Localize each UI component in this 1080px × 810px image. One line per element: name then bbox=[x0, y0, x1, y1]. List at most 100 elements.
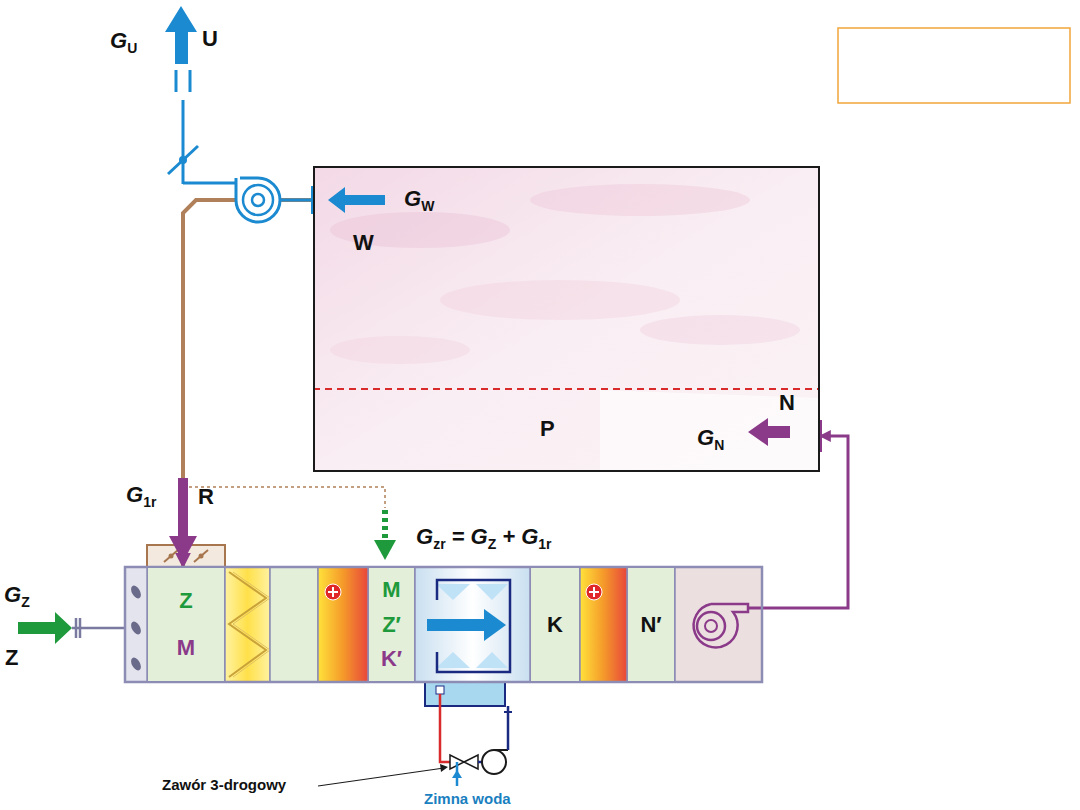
empty-note-box bbox=[838, 28, 1070, 103]
room-fill-part bbox=[600, 390, 820, 472]
label-group: GZ bbox=[4, 582, 31, 610]
exhaust-system-part bbox=[328, 187, 385, 213]
label-group: U bbox=[202, 26, 218, 52]
exhaust-system-part bbox=[252, 194, 264, 206]
cooler-section-part bbox=[476, 652, 508, 668]
outdoor-air-inlet bbox=[18, 612, 125, 644]
cooler-section-part bbox=[427, 609, 506, 641]
supply-fan-section bbox=[675, 567, 762, 682]
state-section: N′ bbox=[627, 567, 675, 682]
symbol-label: G bbox=[4, 582, 21, 607]
label-group: N bbox=[779, 390, 795, 416]
section-letter: N′ bbox=[640, 612, 661, 638]
subscript-label: U bbox=[127, 40, 137, 56]
supply-fan-section-part bbox=[675, 567, 762, 682]
preheater-section-part bbox=[325, 584, 341, 600]
label-group: W bbox=[353, 230, 374, 256]
label-group: GU bbox=[110, 28, 138, 56]
exhaust-system-part bbox=[189, 70, 192, 92]
exhaust-system-part bbox=[183, 182, 240, 185]
empty-section bbox=[270, 567, 318, 682]
label-group: R bbox=[198, 484, 214, 510]
symbol-label: G bbox=[110, 28, 127, 53]
reheater-section bbox=[580, 567, 627, 682]
section-letter: K′ bbox=[381, 646, 402, 672]
label-group: GN bbox=[697, 425, 725, 453]
symbol-label: W bbox=[353, 230, 374, 255]
subscript-label: W bbox=[421, 198, 434, 214]
room-fill-part bbox=[313, 166, 820, 472]
label-group: GW bbox=[404, 186, 435, 214]
exhaust-system-part bbox=[165, 6, 197, 64]
state-section: K bbox=[530, 567, 580, 682]
state-section: MZ′K′ bbox=[368, 567, 415, 682]
louver-section-part bbox=[129, 656, 143, 672]
room-fill-part bbox=[440, 280, 680, 320]
subscript-label: 1r bbox=[538, 536, 551, 552]
symbol-label: = G bbox=[452, 524, 488, 549]
chilled-water-circuit-part bbox=[452, 770, 462, 778]
label-group: Z bbox=[5, 645, 18, 671]
subscript-label: Z bbox=[488, 536, 497, 552]
symbol-label: N bbox=[779, 390, 795, 415]
section-letter: M bbox=[177, 635, 195, 661]
room-fill-part bbox=[330, 336, 470, 364]
supply-fan-section-part bbox=[697, 612, 725, 640]
label-group: Zawór 3-drogowy bbox=[162, 776, 286, 794]
bypass-arrow-part bbox=[374, 540, 396, 560]
supply-fan-section-part bbox=[694, 604, 748, 648]
symbol-label: Z bbox=[5, 645, 18, 670]
symbol-label: G bbox=[697, 425, 714, 450]
exhaust-system-part bbox=[175, 70, 178, 92]
subscript-label: 1r bbox=[143, 494, 156, 510]
exhaust-system bbox=[165, 6, 385, 222]
damper-box-part bbox=[169, 554, 174, 559]
room-fill-part bbox=[530, 184, 750, 216]
damper-box-part bbox=[164, 550, 178, 562]
exhaust-system-part bbox=[179, 156, 187, 164]
subscript-label: zr bbox=[433, 536, 445, 552]
chilled-water-circuit-part bbox=[494, 749, 508, 751]
damper-box-part bbox=[194, 550, 208, 562]
chilled-water-circuit bbox=[440, 694, 512, 786]
louver-section bbox=[125, 567, 147, 682]
exhaust-system-part bbox=[236, 178, 280, 222]
subscript-label: Z bbox=[21, 594, 30, 610]
chilled-water-circuit-part bbox=[482, 750, 506, 774]
recirculation-duct bbox=[183, 200, 313, 567]
recirculation-arrow-part bbox=[169, 536, 197, 562]
symbol-label: G bbox=[126, 482, 143, 507]
label-group: G1r bbox=[126, 482, 157, 510]
exhaust-system-part bbox=[182, 100, 185, 184]
valve-leader bbox=[318, 764, 448, 786]
section-letter: Z bbox=[179, 588, 192, 614]
ahu-body bbox=[125, 567, 762, 682]
supply-inlet bbox=[748, 418, 820, 452]
chilled-water-circuit-part bbox=[440, 694, 450, 762]
supply-fan-section-part bbox=[748, 607, 762, 610]
bypass-arrow-part bbox=[382, 510, 388, 540]
note-label: Zimna woda bbox=[424, 790, 511, 807]
louver-section-part bbox=[129, 620, 143, 636]
supply-fan-section-part bbox=[705, 620, 717, 632]
chilled-water-circuit-part bbox=[464, 755, 478, 769]
outdoor-air-inlet-part bbox=[18, 612, 72, 644]
room-box: P bbox=[313, 166, 820, 472]
supply-inlet-part bbox=[748, 418, 790, 446]
ahu-casing bbox=[125, 567, 762, 682]
symbol-label: + G bbox=[502, 524, 538, 549]
filter-section bbox=[225, 567, 270, 682]
recirculation-arrow bbox=[169, 478, 197, 562]
symbol-label: R bbox=[198, 484, 214, 509]
preheater-section-part bbox=[328, 587, 338, 597]
cooler-section-part bbox=[436, 584, 470, 600]
exhaust-system-part bbox=[280, 199, 313, 202]
cooler-section-part bbox=[436, 686, 444, 694]
section-letter: M bbox=[382, 577, 400, 603]
occupied-zone-line bbox=[313, 388, 820, 390]
reheater-section-part bbox=[589, 587, 599, 597]
bypass-arrow bbox=[374, 510, 396, 560]
